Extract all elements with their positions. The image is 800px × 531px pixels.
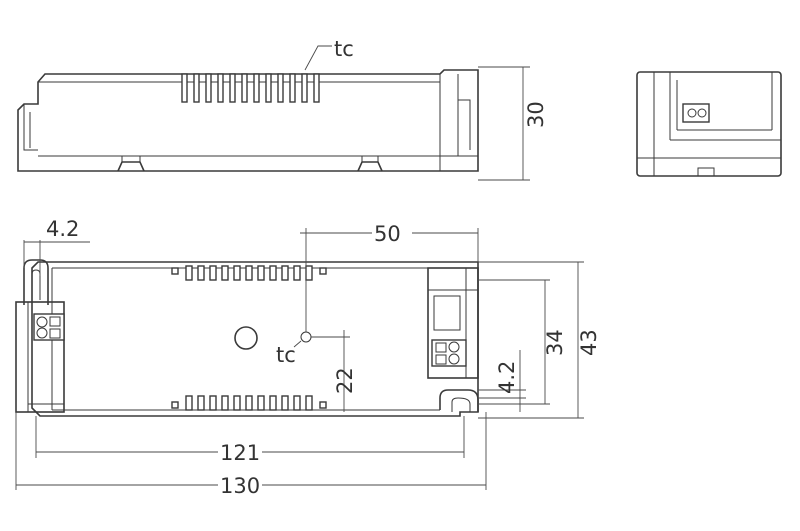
dim-30-label: 30 [524, 101, 548, 128]
dim-34-label: 34 [543, 329, 567, 356]
top-view: tc 22 [15, 228, 479, 417]
tc-point [300, 331, 312, 343]
end-view [636, 71, 782, 177]
vent-slots-bottom [171, 395, 327, 411]
dim-4-2-top-label: 4.2 [46, 217, 79, 241]
dim-50-label: 50 [374, 222, 401, 246]
mounting-hole [234, 326, 258, 350]
dim-22-label: 22 [333, 367, 357, 394]
dim-121-label: 121 [220, 441, 260, 465]
dim-43-label: 43 [577, 329, 601, 356]
dimensions-top-view: 4.2 50 43 34 4.2 121 130 [15, 217, 601, 498]
dim-130-label: 130 [220, 474, 260, 498]
vent-slots-top [171, 265, 327, 281]
side-view: tc 30 [17, 37, 548, 181]
tc-label-top: tc [334, 37, 354, 61]
vent-slots-side [181, 73, 320, 103]
tc-label-bottom: tc [276, 343, 296, 367]
dim-4-2-right-label: 4.2 [495, 361, 519, 394]
